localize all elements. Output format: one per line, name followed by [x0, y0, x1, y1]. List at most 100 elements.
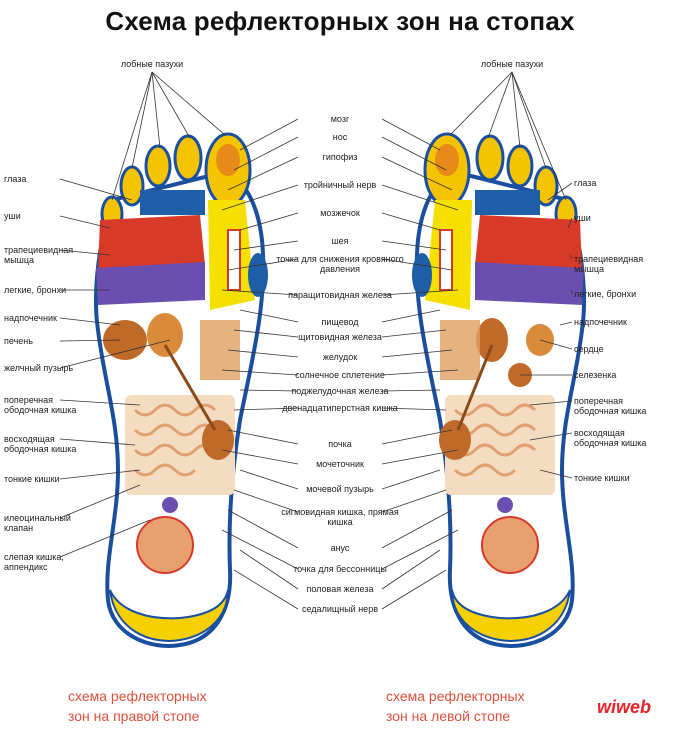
leader-center-r-10	[227, 349, 299, 358]
leader-center-l-20	[381, 549, 441, 590]
leader-sinus-l-0	[449, 71, 513, 136]
label-center-0: мозг	[331, 114, 350, 124]
leader-center-l-14	[381, 429, 453, 445]
right-toe-2	[173, 134, 203, 182]
right-eye-zone	[140, 190, 205, 215]
leader-center-r-15	[221, 449, 299, 465]
leader-sinus-l-1	[487, 71, 513, 139]
label-center-19: точка для бессонницы	[293, 564, 387, 574]
leader-center-r-8	[239, 309, 299, 323]
label-center-21: седалищный нерв	[302, 604, 378, 614]
label-right-6: селезенка	[574, 370, 616, 380]
leader-right-4	[559, 321, 573, 326]
label-right-5: сердце	[574, 344, 604, 354]
leader-sinus-r-4	[151, 71, 226, 136]
label-left-6: желчный пузырь	[4, 363, 73, 373]
leader-sinus-r-0	[111, 71, 153, 201]
label-right-3: легкие, бронхи	[574, 289, 636, 299]
right-kidney	[202, 420, 234, 460]
leader-center-r-9	[233, 329, 299, 338]
leader-center-l-21	[381, 569, 447, 610]
leader-sinus-l-4	[511, 71, 567, 201]
leader-center-r-21	[233, 569, 299, 610]
leader-center-l-17	[381, 489, 447, 513]
label-center-13: двенадцатиперстная кишка	[282, 403, 397, 413]
leader-center-r-18	[227, 509, 299, 549]
leader-left-8	[59, 438, 136, 446]
leader-center-l-6	[381, 258, 453, 271]
label-center-11: солнечное сплетение	[295, 370, 385, 380]
leader-center-l-10	[381, 349, 453, 358]
label-right-0: глаза	[574, 178, 596, 188]
leader-center-r-11	[221, 369, 299, 376]
leader-center-r-12	[239, 389, 299, 392]
leader-center-l-5	[381, 240, 447, 251]
left-toe-2	[475, 134, 505, 182]
leader-center-l-16	[381, 469, 441, 490]
leader-center-l-2	[381, 156, 453, 191]
label-center-9: щитовидная железа	[298, 332, 382, 342]
right-lungs-zone	[96, 262, 205, 305]
leader-center-l-13	[381, 407, 447, 411]
label-right-1: уши	[574, 213, 591, 223]
label-center-20: половая железа	[306, 584, 373, 594]
label-left-3: легкие, бронхи	[4, 285, 66, 295]
label-left-11: слепая кишка,аппендикс	[4, 552, 64, 572]
right-heel-band	[109, 589, 229, 642]
label-center-18: анус	[331, 543, 350, 553]
label-center-3: тройничный нерв	[304, 180, 377, 190]
leader-center-r-17	[233, 489, 299, 513]
leader-right-7	[529, 400, 573, 406]
label-left-0: глаза	[4, 174, 26, 184]
leader-sinus-l-3	[511, 71, 547, 169]
label-center-4: мозжечок	[320, 208, 360, 218]
label-center-12: поджелудочная железа	[291, 386, 388, 396]
leader-center-l-1	[381, 136, 447, 171]
leader-sinus-r-1	[131, 71, 153, 169]
leader-left-6	[59, 339, 171, 369]
left-ear-zone	[475, 215, 582, 270]
leader-left-0	[59, 178, 133, 201]
label-left-9: тонкие кишки	[4, 474, 60, 484]
leader-center-r-19	[221, 529, 299, 570]
leader-sinus-l-2	[511, 71, 521, 149]
leader-center-r-13	[233, 407, 299, 411]
right-heel-zone	[136, 516, 194, 574]
leader-sinus-r-3	[151, 71, 191, 139]
leader-right-0	[547, 182, 573, 201]
leader-center-r-7	[221, 289, 299, 296]
page-title: Схема рефлекторных зон на стопах	[105, 6, 575, 36]
leader-right-2	[569, 254, 573, 260]
caption-right-foot: схема рефлекторных зон на правой стопе	[68, 686, 207, 726]
label-frontal-sinuses-left-foot: лобные пазухи	[481, 59, 543, 69]
label-center-8: пищевод	[322, 317, 360, 327]
label-center-5: шея	[331, 236, 348, 246]
left-heel-band	[451, 589, 571, 642]
leader-left-9	[59, 469, 141, 480]
label-center-10: желудок	[323, 352, 357, 362]
leader-sinus-r-2	[151, 71, 161, 149]
leader-left-4	[59, 317, 121, 326]
labels-layer: лобные пазухи лобные пазухи глаза уши трапец…	[4, 59, 646, 614]
leader-center-l-4	[381, 212, 441, 231]
label-right-9: тонкие кишки	[574, 473, 630, 483]
leader-center-l-11	[381, 369, 459, 376]
leader-center-r-16	[239, 469, 299, 490]
label-center-16: мочевой пузырь	[306, 484, 374, 494]
leader-center-l-7	[381, 289, 459, 296]
label-center-14: почка	[328, 439, 352, 449]
leader-left-7	[59, 399, 141, 406]
leader-center-r-5	[233, 240, 299, 251]
left-heel-zone	[481, 516, 539, 574]
label-frontal-sinuses-right-foot: лобные пазухи	[121, 59, 183, 69]
label-left-1: уши	[4, 211, 21, 221]
leader-left-11	[59, 519, 151, 558]
leader-right-1	[567, 217, 573, 229]
label-center-1: нос	[333, 132, 348, 142]
leader-left-5	[59, 339, 121, 342]
